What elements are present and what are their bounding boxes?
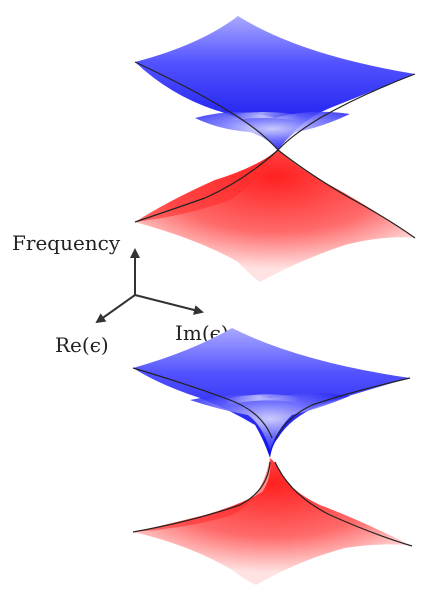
frequency-axis-label: Frequency — [12, 231, 121, 255]
bottom-panel — [132, 328, 413, 585]
top-lower-band-surface — [134, 149, 416, 282]
top-lower-edge-right — [277, 149, 416, 239]
re-axis-label: Re(ϵ) — [55, 333, 109, 357]
bottom-lower-band-surface — [132, 458, 413, 585]
top-upper-edge-right — [277, 73, 416, 151]
top-upper-edge-left — [134, 61, 279, 151]
top-upper-band-surface — [134, 16, 416, 151]
bottom-upper-edge-left — [132, 367, 273, 439]
bottom-lower-edge-left — [132, 461, 271, 533]
top-panel — [134, 16, 416, 282]
re-axis-arrow — [95, 294, 136, 324]
axes-triad: Frequency Re(ϵ) Im(ϵ) — [12, 231, 229, 357]
bottom-upper-edge-right — [274, 377, 411, 441]
top-lower-edge-left — [134, 149, 279, 223]
bottom-upper-band-surface — [132, 328, 411, 458]
bottom-lower-edge-right — [274, 461, 413, 547]
im-axis-arrow — [134, 294, 204, 315]
